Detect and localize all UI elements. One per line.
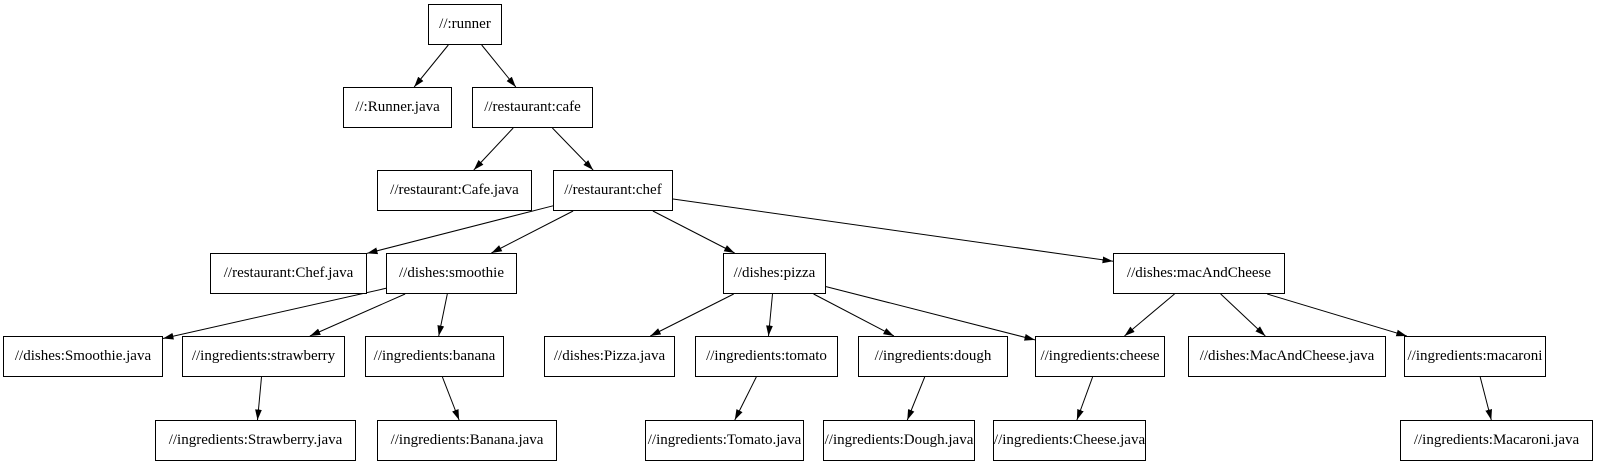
edge-smoothie-to-strawberry bbox=[309, 293, 406, 337]
graph-node-label: //restaurant:chef bbox=[564, 182, 662, 198]
graph-node-macaroniJava: //ingredients:Macaroni.java bbox=[1400, 420, 1593, 461]
graph-node-label: //restaurant:Cafe.java bbox=[390, 182, 519, 198]
graph-node-cheese: //ingredients:cheese bbox=[1035, 336, 1165, 377]
graph-node-tomatoJava: //ingredients:Tomato.java bbox=[645, 420, 804, 461]
edge-macaroni-to-macaroniJava bbox=[1479, 376, 1492, 421]
edge-runner-to-runnerJava bbox=[413, 44, 449, 88]
graph-node-label: //:Runner.java bbox=[355, 99, 440, 115]
edge-smoothie-to-banana bbox=[437, 293, 448, 337]
graph-node-pizza: //dishes:pizza bbox=[723, 253, 826, 294]
graph-node-label: //ingredients:Strawberry.java bbox=[168, 432, 343, 448]
graph-node-label: //ingredients:Banana.java bbox=[390, 432, 544, 448]
graph-node-label: //dishes:macAndCheese bbox=[1126, 265, 1272, 281]
edge-pizza-to-tomato bbox=[766, 293, 773, 337]
edge-macAndCheese-to-macaroni bbox=[1267, 293, 1407, 337]
graph-node-label: //ingredients:strawberry bbox=[191, 348, 336, 364]
graph-node-label: //ingredients:Macaroni.java bbox=[1413, 432, 1580, 448]
graph-node-pizzaJava: //dishes:Pizza.java bbox=[544, 336, 675, 377]
graph-node-cheeseJava: //ingredients:Cheese.java bbox=[993, 420, 1146, 461]
edge-macAndCheese-to-macAndCheeseJava bbox=[1220, 293, 1266, 337]
graph-node-strawberryJava: //ingredients:Strawberry.java bbox=[155, 420, 356, 461]
graph-node-tomato: //ingredients:tomato bbox=[695, 336, 838, 377]
graph-node-banana: //ingredients:banana bbox=[365, 336, 504, 377]
graph-node-label: //dishes:smoothie bbox=[399, 265, 504, 281]
graph-node-label: //dishes:Smoothie.java bbox=[14, 348, 152, 364]
graph-node-label: //:runner bbox=[439, 16, 491, 32]
graph-node-strawberry: //ingredients:strawberry bbox=[182, 336, 345, 377]
edge-dough-to-doughJava bbox=[906, 376, 926, 421]
edge-cafe-to-cafeJava bbox=[473, 127, 514, 171]
graph-node-cafeJava: //restaurant:Cafe.java bbox=[377, 170, 532, 211]
graph-node-macaroni: //ingredients:macaroni bbox=[1404, 336, 1546, 377]
graph-node-bananaJava: //ingredients:Banana.java bbox=[377, 420, 557, 461]
graph-node-smoothieJava: //dishes:Smoothie.java bbox=[3, 336, 163, 377]
graph-node-runnerJava: //:Runner.java bbox=[343, 87, 452, 128]
graph-node-label: //ingredients:banana bbox=[373, 348, 496, 364]
edge-chef-to-smoothie bbox=[491, 210, 574, 254]
edge-runner-to-cafe bbox=[481, 44, 517, 88]
graph-node-runner: //:runner bbox=[428, 4, 502, 45]
graph-node-label: //ingredients:Tomato.java bbox=[647, 432, 802, 448]
graph-node-dough: //ingredients:dough bbox=[858, 336, 1008, 377]
edge-pizza-to-cheese bbox=[825, 286, 1036, 341]
edge-cafe-to-chef bbox=[552, 127, 594, 171]
edge-chef-to-pizza bbox=[652, 210, 735, 254]
edge-banana-to-bananaJava bbox=[441, 376, 460, 421]
graph-node-macAndCheese: //dishes:macAndCheese bbox=[1113, 253, 1285, 294]
edge-pizza-to-pizzaJava bbox=[650, 293, 734, 337]
edge-macAndCheese-to-cheese bbox=[1124, 293, 1175, 337]
graph-node-chef: //restaurant:chef bbox=[553, 170, 673, 211]
edge-chef-to-macAndCheese bbox=[672, 198, 1114, 264]
graph-node-label: //dishes:Pizza.java bbox=[553, 348, 666, 364]
graph-node-label: //ingredients:Dough.java bbox=[824, 432, 974, 448]
graph-node-smoothie: //dishes:smoothie bbox=[386, 253, 517, 294]
edge-chef-to-chefJava bbox=[366, 205, 554, 255]
graph-node-label: //ingredients:tomato bbox=[706, 348, 827, 364]
graph-node-label: //dishes:pizza bbox=[733, 265, 816, 281]
graph-node-label: //ingredients:macaroni bbox=[1407, 348, 1543, 364]
graph-node-label: //restaurant:Chef.java bbox=[223, 265, 354, 281]
edge-smoothie-to-smoothieJava bbox=[162, 287, 387, 340]
graph-node-doughJava: //ingredients:Dough.java bbox=[823, 420, 975, 461]
edge-strawberry-to-strawberryJava bbox=[255, 376, 262, 421]
graph-node-label: //restaurant:cafe bbox=[484, 99, 581, 115]
edge-pizza-to-dough bbox=[813, 293, 895, 337]
graph-node-label: //ingredients:dough bbox=[874, 348, 992, 364]
graph-node-label: //ingredients:cheese bbox=[1040, 348, 1160, 364]
graph-node-label: //ingredients:Cheese.java bbox=[993, 432, 1146, 448]
graph-node-macAndCheeseJava: //dishes:MacAndCheese.java bbox=[1188, 336, 1386, 377]
graph-node-cafe: //restaurant:cafe bbox=[472, 87, 593, 128]
graph-node-chefJava: //restaurant:Chef.java bbox=[210, 253, 367, 294]
edge-cheese-to-cheeseJava bbox=[1076, 376, 1094, 421]
graph-node-label: //dishes:MacAndCheese.java bbox=[1199, 348, 1375, 364]
edge-tomato-to-tomatoJava bbox=[734, 376, 757, 421]
